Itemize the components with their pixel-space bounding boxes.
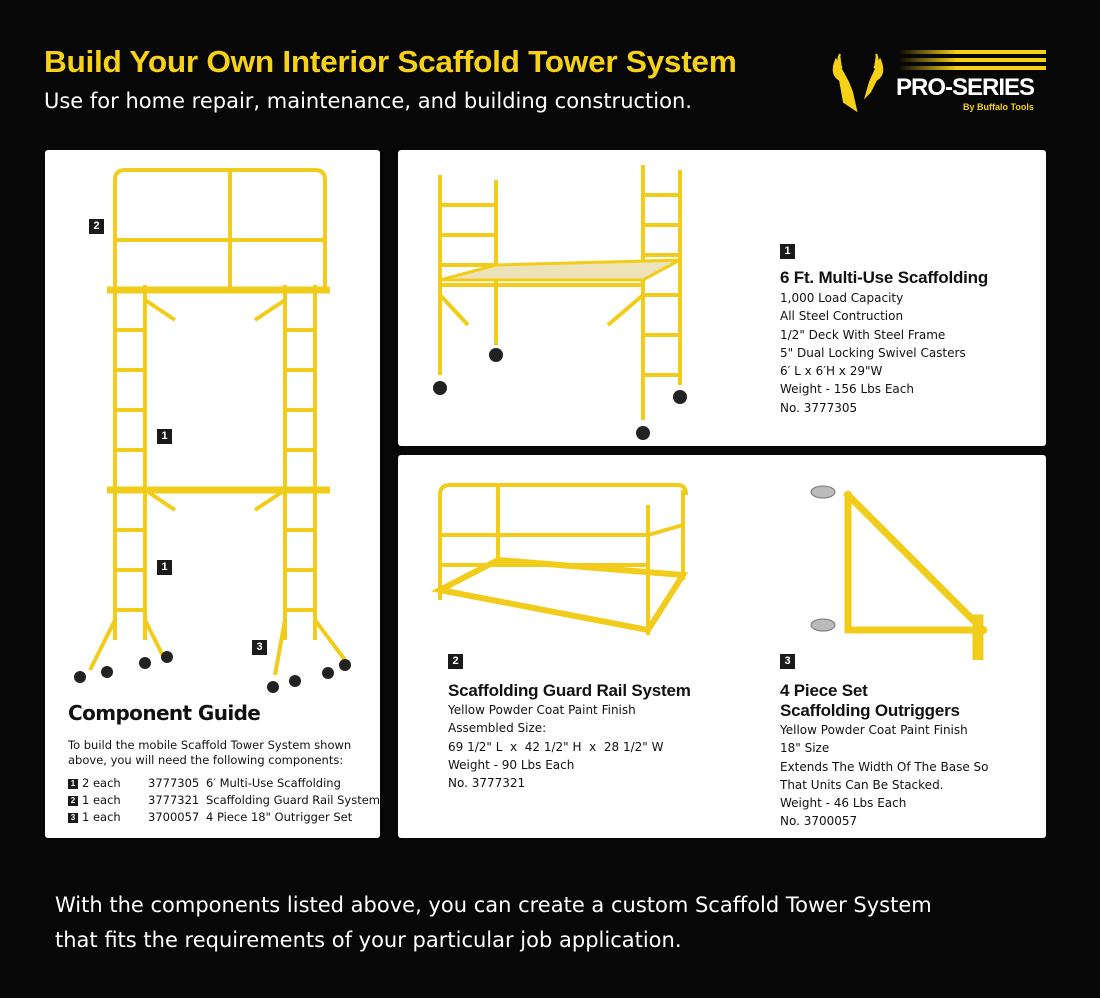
product-3-marker: 3 (780, 654, 795, 669)
footer-text: With the components listed above, you ca… (55, 888, 932, 958)
component-guide-intro: To build the mobile Scaffold Tower Syste… (68, 738, 352, 767)
spec-line: Assembled Size: (448, 721, 547, 736)
row-qty: 1 each (82, 793, 121, 807)
product-panel-scaffolding: 1 6 Ft. Multi-Use Scaffolding 1,000 Load… (398, 150, 1046, 446)
tower-marker-3: 3 (252, 640, 267, 655)
spec-line: Weight - 156 Lbs Each (780, 382, 914, 397)
logo-brand: PRO-SERIES (896, 74, 1035, 101)
scaffold-tower-image (74, 168, 351, 693)
row-desc: Scaffolding Guard Rail System (206, 793, 381, 807)
spec-line: 1,000 Load Capacity (780, 291, 904, 305)
guard-rail-image (430, 483, 689, 635)
row-desc: 4 Piece 18" Outrigger Set (206, 810, 353, 824)
outrigger-image (810, 485, 988, 660)
spec-line: Weight - 46 Lbs Each (780, 796, 907, 811)
component-guide-panel: 2 1 1 3 Component Guide To build the mob… (45, 150, 380, 838)
spec-line: All Steel Contruction (780, 309, 904, 324)
spec-line: 1/2" Deck With Steel Frame (780, 327, 946, 342)
row-part-no: 3777321 (148, 793, 200, 807)
product-panel-accessories: 2 Scaffolding Guard Rail System Yellow P… (398, 455, 1046, 838)
product-1-marker: 1 (780, 244, 795, 259)
spec-line: No. 3777305 (780, 400, 858, 415)
product-2-marker: 2 (448, 654, 463, 669)
row-qty: 1 each (82, 810, 121, 824)
row-number: 3 (68, 812, 78, 823)
title-line: Scaffolding Outriggers (780, 701, 960, 720)
spec-line: 5" Dual Locking Swivel Casters (780, 345, 966, 360)
guide-row: 3 1 each 3700057 4 Piece 18" Outrigger Set (68, 810, 352, 824)
row-qty: 2 each (82, 776, 121, 790)
row-part-no: 3777305 (148, 776, 200, 790)
spec-line: No. 3777321 (448, 776, 526, 791)
tower-marker-1-upper: 1 (157, 429, 172, 444)
footer-line: that fits the requirements of your parti… (55, 928, 682, 952)
spec-line: 18" Size (780, 741, 830, 756)
buffalo-icon (832, 53, 884, 113)
component-guide-title: Component Guide (68, 701, 261, 725)
guide-row: 2 1 each 3777321 Scaffolding Guard Rail Sys… (68, 793, 380, 807)
guide-row: 1 2 each 3777305 6′ Multi-Use Scaffolding (68, 776, 341, 790)
row-number: 2 (68, 795, 78, 806)
product-3-specs: Yellow Powder Coat Paint Finish 18" Size… (780, 721, 988, 831)
scaffolding-image (433, 165, 687, 440)
product-1-title: 6 Ft. Multi-Use Scaffolding (780, 268, 989, 287)
tower-marker-2: 2 (89, 219, 104, 234)
row-desc: 6′ Multi-Use Scaffolding (206, 776, 341, 790)
title-line: 4 Piece Set (780, 681, 868, 700)
spec-line: Weight - 90 Lbs Each (448, 757, 575, 772)
spec-line: 6′ L x 6′H x 29"W (780, 364, 883, 379)
product-1-specs: 1,000 Load Capacity All Steel Contructio… (780, 289, 966, 417)
spec-line: No. 3700057 (780, 814, 858, 829)
row-part-no: 3700057 (148, 810, 200, 824)
page-title: Build Your Own Interior Scaffold Tower S… (44, 44, 737, 79)
product-3-title: 4 Piece Set Scaffolding Outriggers (780, 681, 960, 721)
spec-line: Extends The Width Of The Base So (780, 759, 989, 774)
tower-marker-1-lower: 1 (157, 560, 172, 575)
footer-line: With the components listed above, you ca… (55, 893, 932, 917)
page-subtitle: Use for home repair, maintenance, and bu… (44, 89, 692, 113)
product-2-title: Scaffolding Guard Rail System (448, 681, 691, 700)
row-number: 1 (68, 778, 78, 789)
pro-series-logo: PRO-SERIES By Buffalo Tools (830, 48, 1050, 118)
spec-line: That Units Can Be Stacked. (780, 777, 944, 792)
spec-line: Yellow Powder Coat Paint Finish (448, 703, 636, 717)
spec-line: 69 1/2" L x 42 1/2" H x 28 1/2" W (448, 739, 664, 754)
spec-line: Yellow Powder Coat Paint Finish (780, 723, 968, 737)
logo-byline: By Buffalo Tools (963, 102, 1034, 112)
product-2-specs: Yellow Powder Coat Paint Finish Assemble… (448, 701, 663, 792)
